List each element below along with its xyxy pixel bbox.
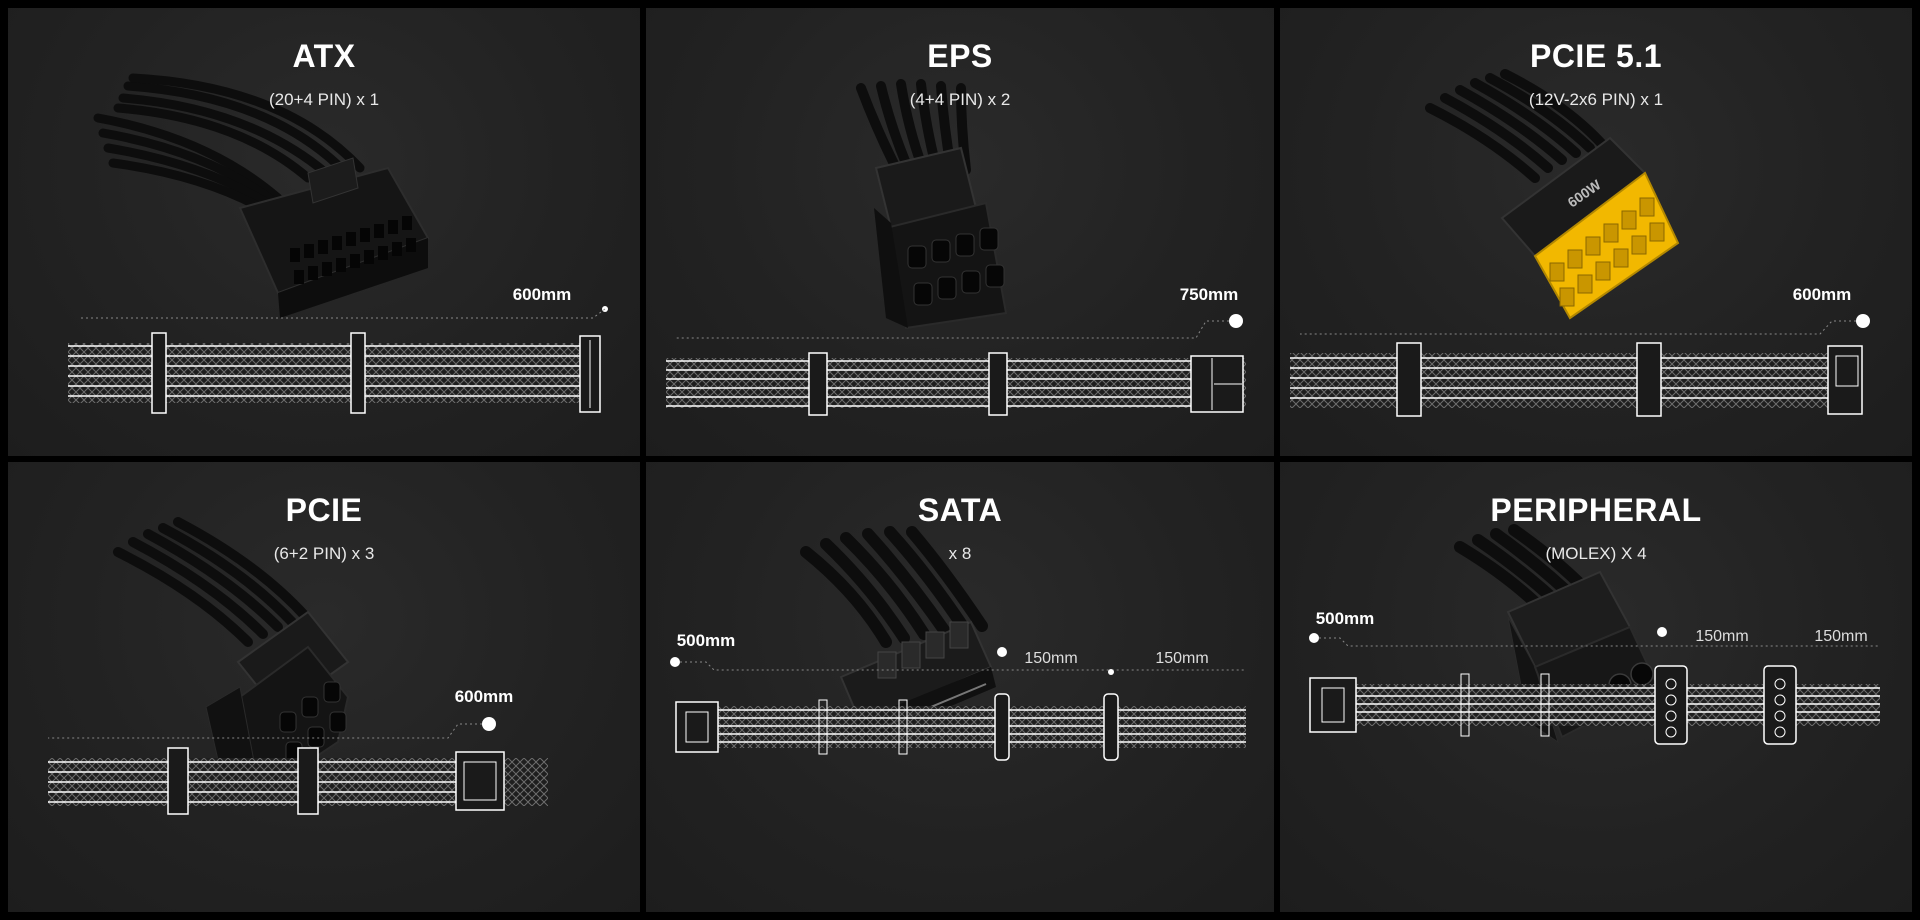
atx-wires xyxy=(93,73,365,245)
card-peripheral: 500mm 150mm 150mm xyxy=(1280,462,1912,912)
sata-length-split-1: 150mm xyxy=(1024,650,1077,667)
atx-illustration: 600mm xyxy=(68,73,608,414)
atx-connector-body xyxy=(238,157,430,318)
card-sata: 500mm 150mm 150mm xyxy=(646,462,1274,912)
eps-illustration: 750mm xyxy=(666,79,1246,416)
pcie51-cable-diagram xyxy=(1290,342,1863,417)
card-title: EPS xyxy=(927,38,993,74)
pcie-wires xyxy=(113,517,311,647)
card-subtitle: (20+4 PIN) x 1 xyxy=(268,90,380,109)
peripheral-length-markers: 500mm 150mm 150mm xyxy=(1309,609,1880,647)
card-atx: 600mm ATX (20+4 PIN) x 1 xyxy=(8,8,640,456)
eps-wires xyxy=(856,79,971,175)
pcie-length-label: 600mm xyxy=(455,687,514,706)
peripheral-length-main: 500mm xyxy=(1316,609,1375,628)
sata-cable-diagram xyxy=(675,693,1246,761)
card-pcie: 600mm PCIE (6+2 PIN) x 3 xyxy=(8,462,640,912)
eps-length-label: 750mm xyxy=(1180,285,1239,304)
pcie51-wires xyxy=(1425,69,1607,183)
card-title: PCIE xyxy=(285,492,363,528)
peripheral-illustration: 500mm 150mm 150mm xyxy=(1309,524,1880,745)
card-title: ATX xyxy=(292,38,356,74)
sata-length-markers: 500mm 150mm 150mm xyxy=(670,631,1246,675)
atx-length-marker: 600mm xyxy=(78,285,608,319)
card-subtitle: (MOLEX) X 4 xyxy=(1545,544,1647,563)
card-title: PERIPHERAL xyxy=(1490,492,1702,528)
pcie51-length-label: 600mm xyxy=(1793,285,1852,304)
sata-length-main: 500mm xyxy=(677,631,736,650)
sata-length-split-2: 150mm xyxy=(1155,650,1208,667)
atx-cable-diagram xyxy=(68,332,601,414)
eps-connector-body xyxy=(874,146,1008,330)
card-subtitle: (4+4 PIN) x 2 xyxy=(909,90,1011,109)
pcie-cable-diagram xyxy=(48,747,548,815)
pcie-length-marker: 600mm xyxy=(48,687,514,739)
card-eps: 750mm EPS (4+4 PIN) x 2 xyxy=(646,8,1274,456)
peripheral-connector-body xyxy=(1506,570,1660,744)
pcie-illustration: 600mm xyxy=(48,517,548,815)
eps-length-marker: 750mm xyxy=(676,285,1243,339)
card-title: SATA xyxy=(917,492,1003,528)
sata-illustration: 500mm 150mm 150mm xyxy=(670,526,1246,761)
peripheral-length-split-2: 150mm xyxy=(1814,628,1867,645)
pcie51-connector-body: 600W xyxy=(1500,136,1680,320)
card-pcie51: 600W 600mm PCIE 5.1 (12V-2x6 P xyxy=(1280,8,1912,456)
card-subtitle: x 8 xyxy=(948,544,972,563)
atx-length-label: 600mm xyxy=(513,285,572,304)
pcie51-illustration: 600W 600mm xyxy=(1290,69,1870,417)
card-subtitle: (12V-2x6 PIN) x 1 xyxy=(1528,90,1664,109)
pcie51-length-marker: 600mm xyxy=(1300,285,1870,335)
sata-wires xyxy=(800,526,988,648)
eps-cable-diagram xyxy=(666,352,1246,416)
card-title: PCIE 5.1 xyxy=(1529,38,1663,74)
peripheral-cable-diagram xyxy=(1309,665,1880,745)
pcie-connector-body xyxy=(205,610,350,784)
card-subtitle: (6+2 PIN) x 3 xyxy=(273,544,375,563)
sata-connector-body xyxy=(839,620,996,742)
peripheral-length-split-1: 150mm xyxy=(1695,628,1748,645)
